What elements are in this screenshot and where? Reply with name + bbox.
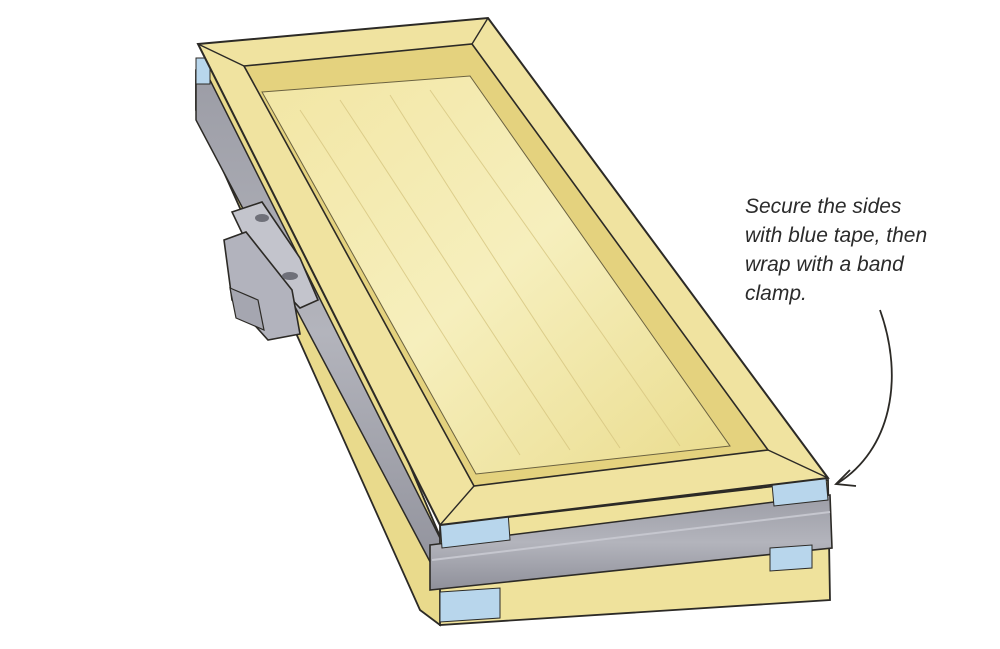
band-clamp-ratchet: [223, 201, 320, 341]
wood-grain: [299, 89, 681, 456]
miter-line-bl: [439, 485, 475, 526]
annotation-caption: Secure the sides with blue tape, then wr…: [745, 195, 928, 305]
tray-floor: [261, 75, 731, 475]
callout-arrow: [837, 309, 893, 484]
miter-line-tr: [471, 17, 489, 45]
blue-tape-top-left: [195, 57, 211, 85]
band-highlight: [431, 511, 831, 561]
miter-line-tl: [197, 43, 245, 67]
band-clamp-front: [429, 494, 833, 591]
callout-arrowhead: [834, 469, 857, 487]
clamp-screw-top: [255, 214, 269, 222]
miter-line-br: [767, 449, 829, 479]
blue-tape-front-right-lower: [769, 544, 813, 572]
blue-tape-front-left-lower: [439, 587, 501, 623]
clamp-screw-bottom: [282, 272, 298, 280]
